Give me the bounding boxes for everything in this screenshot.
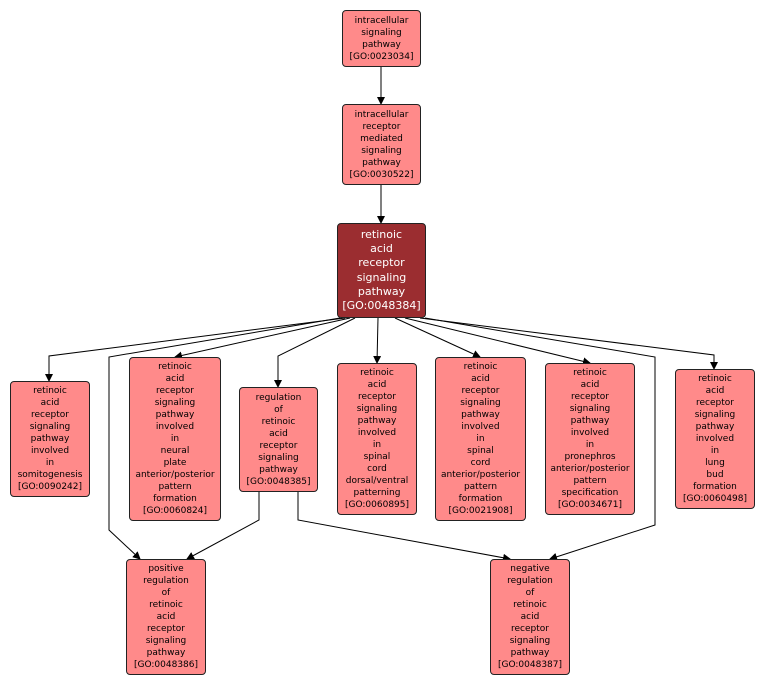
edge [186,491,260,560]
edge [404,317,591,366]
node-go-0021908[interactable]: retinoic acid receptor signaling pathway… [435,357,526,521]
node-go-0048384[interactable]: retinoic acid receptor signaling pathway… [337,223,426,318]
edge [174,317,351,360]
edge [419,317,718,370]
edge [297,491,511,562]
edge [424,317,656,561]
node-go-0030522[interactable]: intracellular receptor mediated signalin… [342,104,421,185]
node-go-0060498[interactable]: retinoic acid receptor signaling pathway… [675,369,755,509]
node-go-0048385[interactable]: regulation of retinoic acid receptor sig… [239,387,318,492]
edge [274,317,356,388]
edge [373,317,382,364]
node-go-0048386[interactable]: positive regulation of retinoic acid rec… [126,559,206,675]
edge [108,317,341,560]
node-go-0023034[interactable]: intracellular signaling pathway [GO:0023… [342,10,421,67]
node-go-0034671[interactable]: retinoic acid receptor signaling pathway… [545,363,635,515]
node-go-0090242[interactable]: retinoic acid receptor signaling pathway… [10,381,90,497]
edge [394,317,481,358]
edge [45,317,346,382]
node-go-0060895[interactable]: retinoic acid receptor signaling pathway… [337,363,417,515]
node-go-0048387[interactable]: negative regulation of retinoic acid rec… [490,559,570,675]
node-go-0060824[interactable]: retinoic acid receptor signaling pathway… [129,357,221,521]
